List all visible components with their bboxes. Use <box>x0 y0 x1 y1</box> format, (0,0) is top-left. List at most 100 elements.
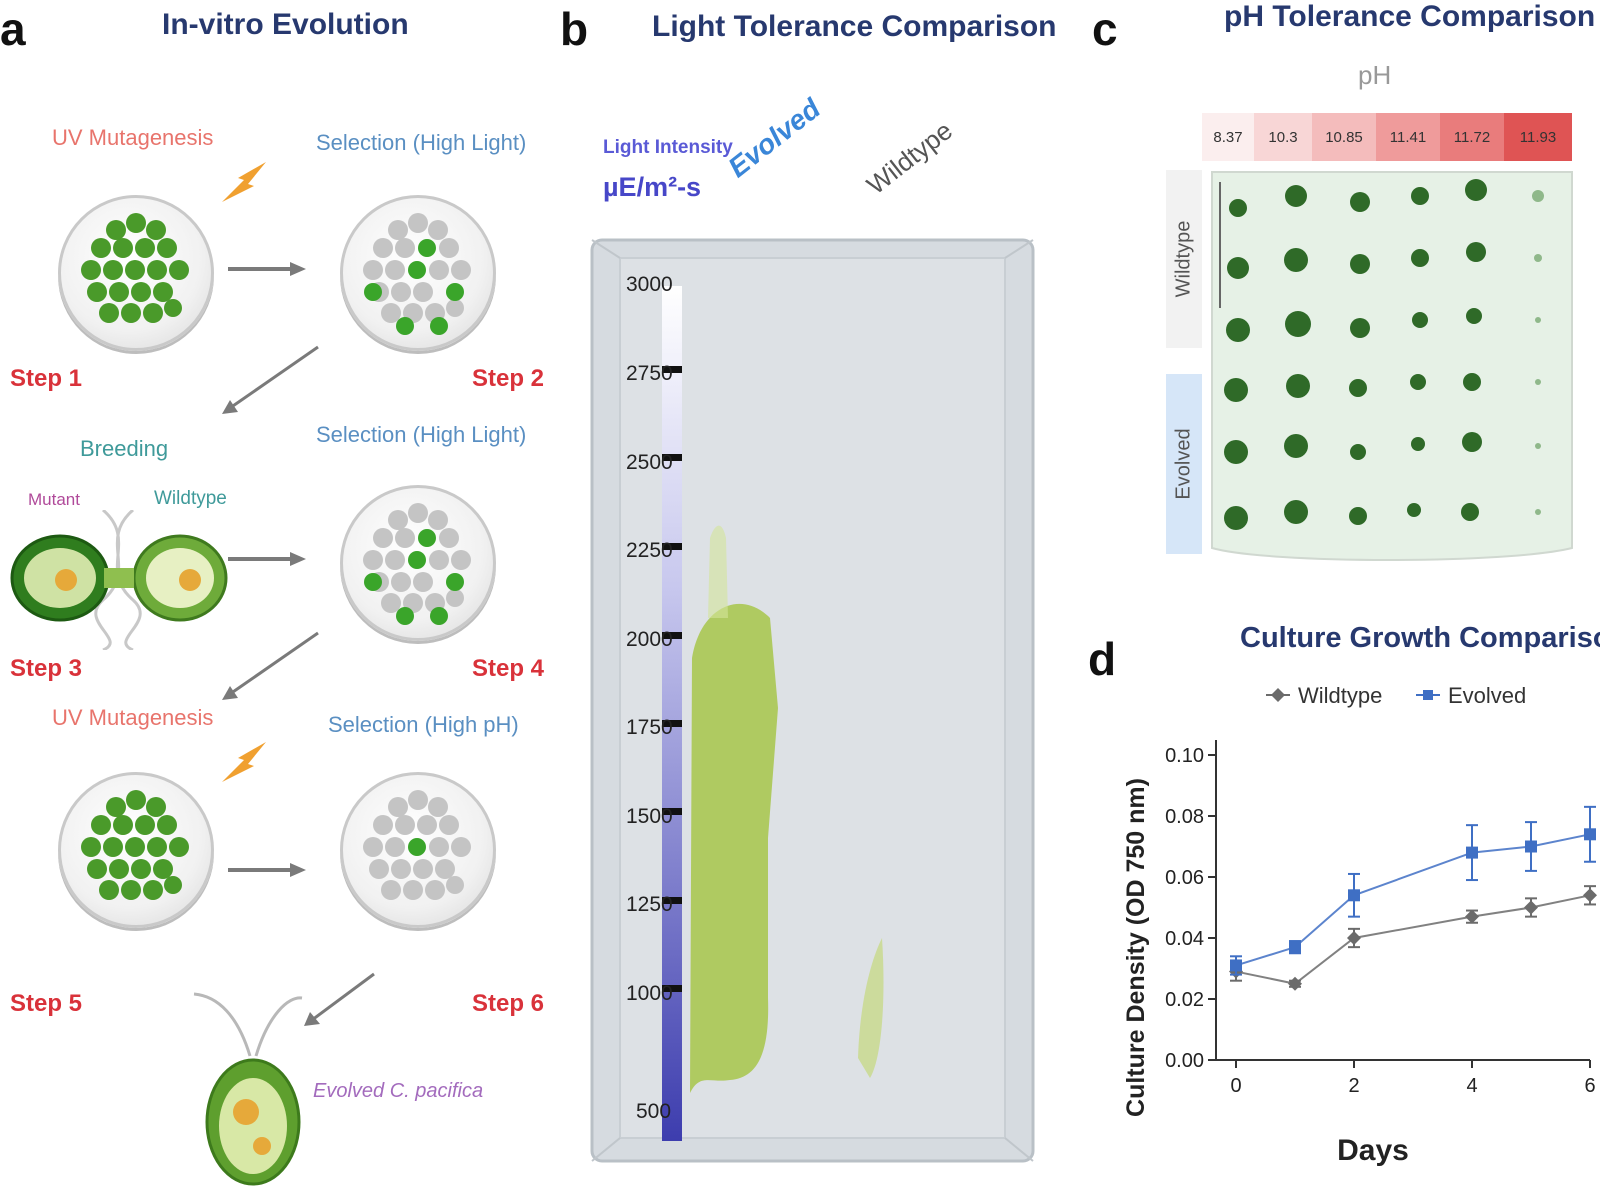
panel-c-title: pH Tolerance Comparison <box>1224 0 1596 33</box>
uv-mutagenesis-label-1: UV Mutagenesis <box>52 125 214 150</box>
light-intensity-scale-bar <box>662 286 682 1141</box>
data-point-evolved <box>1584 828 1596 841</box>
arrow-diagonal-icon <box>304 972 375 1026</box>
y-tick-label: 0.04 <box>1165 928 1204 950</box>
row-label-wildtype-box: Wildtype <box>1166 170 1202 348</box>
chart-title: Culture Growth Comparison <box>1240 622 1600 654</box>
light-tick-1000: 1000 <box>626 982 673 1005</box>
step-4-label: Step 4 <box>472 655 545 682</box>
arrow-right-icon <box>228 552 306 566</box>
data-point-wildtype <box>1288 976 1302 991</box>
green-colonies-graphic <box>81 790 189 900</box>
ph-cell-5: 11.72 <box>1440 113 1504 161</box>
petri-dish-step-2 <box>340 195 496 351</box>
light-tick-2500: 2500 <box>626 451 673 474</box>
y-tick-label: 0.10 <box>1165 745 1204 767</box>
arrow-right-icon <box>228 863 306 877</box>
petri-dish-step-1 <box>58 195 214 351</box>
arrow-right-icon <box>228 262 306 276</box>
light-tick-2250: 2250 <box>626 539 673 562</box>
ph-cell-2: 10.3 <box>1254 113 1312 161</box>
row-label-wildtype: Wildtype <box>1172 220 1195 298</box>
light-intensity-unit: µE/m²-s <box>603 172 702 202</box>
data-point-evolved <box>1466 846 1478 859</box>
panel-b-title: Light Tolerance Comparison <box>652 10 1057 43</box>
data-point-evolved <box>1289 941 1301 954</box>
y-tick-label: 0.06 <box>1165 867 1204 889</box>
x-tick-label: 6 <box>1584 1075 1595 1097</box>
panel-c-letter: c <box>1092 3 1118 55</box>
data-point-wildtype <box>1347 931 1361 945</box>
light-tick-500: 500 <box>636 1100 672 1123</box>
light-tick-1750: 1750 <box>626 716 673 739</box>
panel-b-letter: b <box>560 3 589 55</box>
step-5-label: Step 5 <box>10 990 83 1017</box>
petri-dish-step-6 <box>340 772 496 928</box>
light-tick-1500: 1500 <box>626 805 673 828</box>
light-intensity-label: Light Intensity <box>603 137 733 158</box>
row-label-evolved: Evolved <box>1172 428 1195 500</box>
selected-colonies-graphic <box>363 503 471 625</box>
light-tick-2000: 2000 <box>626 628 673 651</box>
x-tick-label: 0 <box>1230 1075 1241 1097</box>
panel-a-letter: a <box>0 3 26 55</box>
legend-marker <box>1271 688 1285 702</box>
ph-header-label: pH <box>1358 60 1392 90</box>
evolved-growth-streak <box>690 603 778 1093</box>
cell-fusion-graphic <box>10 510 228 650</box>
petri-dish-step-4 <box>340 485 496 641</box>
selection-high-light-label-2: Selection (High Light) <box>316 422 527 447</box>
evolved-cell-graphic <box>193 992 303 1186</box>
mutant-label: Mutant <box>28 490 80 509</box>
legend-label: Evolved <box>1448 683 1526 708</box>
selected-colonies-graphic <box>363 790 471 900</box>
x-tick-label: 2 <box>1348 1075 1359 1097</box>
uv-lightning-icon <box>222 162 266 202</box>
ph-cell-6: 11.93 <box>1504 113 1572 161</box>
y-axis-label: Culture Density (OD 750 nm) <box>1122 778 1150 1117</box>
data-point-evolved <box>1525 840 1537 853</box>
petri-dish-step-5 <box>58 772 214 928</box>
data-point-wildtype <box>1465 909 1479 924</box>
breeding-label: Breeding <box>80 436 169 461</box>
wildtype-label: Wildtype <box>154 488 227 509</box>
arrow-diagonal-icon <box>222 345 319 414</box>
panel-d-letter: d <box>1088 633 1117 685</box>
x-axis-label: Days <box>1337 1134 1409 1167</box>
selection-high-light-label-1: Selection (High Light) <box>316 130 527 155</box>
uv-mutagenesis-label-2: UV Mutagenesis <box>52 705 214 730</box>
light-gradient-plate <box>590 238 1035 1163</box>
step-2-label: Step 2 <box>472 365 545 392</box>
arrow-diagonal-icon <box>222 631 319 700</box>
legend-label: Wildtype <box>1298 683 1382 708</box>
evolved-growth-faint <box>708 525 728 618</box>
panel-a-title: In-vitro Evolution <box>162 8 409 41</box>
light-tick-2750: 2750 <box>626 362 673 385</box>
data-point-evolved <box>1348 889 1360 902</box>
row-label-evolved-box: Evolved <box>1166 374 1202 554</box>
evolved-c-pacifica-caption: Evolved C. pacifica <box>313 1080 484 1102</box>
selected-colonies-graphic <box>363 213 471 335</box>
y-tick-label: 0.08 <box>1165 806 1204 828</box>
series-line-evolved <box>1235 833 1591 967</box>
light-tick-1250: 1250 <box>626 893 673 916</box>
ph-spot-plate <box>1211 171 1573 561</box>
selection-high-ph-label: Selection (High pH) <box>328 712 519 737</box>
green-colonies-graphic <box>81 213 189 323</box>
wildtype-growth-streak <box>858 938 884 1078</box>
wildtype-column-label: Wildtype <box>860 115 958 201</box>
step-1-label: Step 1 <box>10 365 83 392</box>
ph-cell-4: 11.41 <box>1376 113 1440 161</box>
evolved-column-label: Evolved <box>722 92 827 184</box>
step-3-label: Step 3 <box>10 655 83 682</box>
ph-cell-3: 10.85 <box>1312 113 1376 161</box>
uv-lightning-icon <box>222 742 266 782</box>
ph-cell-1: 8.37 <box>1202 113 1254 161</box>
legend-marker <box>1423 690 1433 700</box>
data-point-wildtype <box>1583 888 1597 903</box>
data-point-evolved <box>1230 959 1242 972</box>
series-line-wildtype <box>1235 894 1591 985</box>
light-tick-3000: 3000 <box>626 273 673 296</box>
step-6-label: Step 6 <box>472 990 545 1017</box>
